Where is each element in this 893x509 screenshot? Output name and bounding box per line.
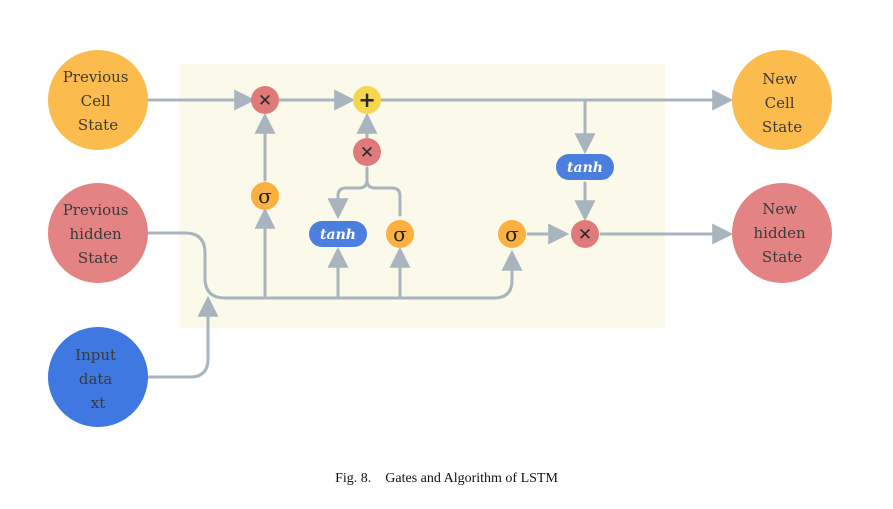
previous-hidden-state-node: Previous hidden State [48, 183, 148, 283]
multiply-icon: ✕ [360, 143, 374, 163]
previous-cell-state-line-1: Previous [63, 68, 129, 86]
output-gate-multiply-op: ✕ [571, 220, 599, 248]
new-hidden-state-line-1: New [762, 200, 797, 218]
previous-cell-state-node: Previous Cell State [48, 50, 148, 150]
forget-gate-sigma: σ [251, 182, 279, 210]
figure-caption-text: Gates and Algorithm of LSTM [385, 471, 558, 486]
svg-text:Previous Cell Stat: Previous Cell State [63, 68, 134, 134]
connectors [146, 89, 734, 379]
new-cell-state-line-2: Cell [765, 94, 795, 112]
input-data-node: Input data xt [48, 327, 148, 427]
forget-gate-multiply-op: ✕ [251, 86, 279, 114]
tanh-label: tanh [567, 160, 603, 176]
svg-text:New Cell State: New Cell State [762, 70, 802, 136]
multiply-icon: ✕ [258, 91, 272, 111]
new-hidden-state-line-2: hidden [754, 224, 807, 242]
output-gate-sigma: σ [498, 220, 526, 248]
input-data-line-2: data [79, 370, 113, 388]
connector-hidden-in [147, 231, 523, 300]
candidate-tanh: tanh [309, 221, 367, 247]
previous-cell-state-line-3: State [78, 116, 118, 134]
input-data-line-3: xt [91, 394, 106, 412]
new-cell-state-node: New Cell State [732, 50, 832, 150]
new-hidden-state-line-3: State [762, 248, 802, 266]
new-hidden-state-node: New hidden State [732, 183, 832, 283]
plus-icon: + [358, 88, 376, 112]
input-gate-sigma: σ [386, 220, 414, 248]
input-data-line-1: Input [75, 346, 116, 364]
cell-output-tanh: tanh [556, 154, 614, 180]
connector-split-to-sigma [365, 178, 402, 217]
svg-text:Previous hidden St: Previous hidden State [63, 201, 134, 267]
previous-cell-state-line-2: Cell [81, 92, 111, 110]
figure-number: Fig. 8. [335, 471, 372, 486]
new-cell-state-line-1: New [762, 70, 797, 88]
input-gate-multiply-op: ✕ [353, 138, 381, 166]
tanh-label: tanh [320, 227, 356, 243]
multiply-icon: ✕ [578, 225, 592, 245]
svg-text:New hidden State: New hidden State [754, 200, 811, 266]
previous-hidden-state-line-1: Previous [63, 201, 129, 219]
sigma-icon: σ [258, 184, 272, 208]
cell-add-op: + [353, 86, 381, 114]
previous-hidden-state-line-2: hidden [70, 225, 123, 243]
connector-input-data [146, 295, 219, 379]
svg-text:Input data xt: Input data xt [75, 346, 121, 412]
sigma-icon: σ [505, 222, 519, 246]
sigma-icon: σ [393, 222, 407, 246]
previous-hidden-state-line-3: State [78, 249, 118, 267]
figure-caption: Fig. 8. Gates and Algorithm of LSTM [0, 471, 893, 487]
new-cell-state-line-3: State [762, 118, 802, 136]
